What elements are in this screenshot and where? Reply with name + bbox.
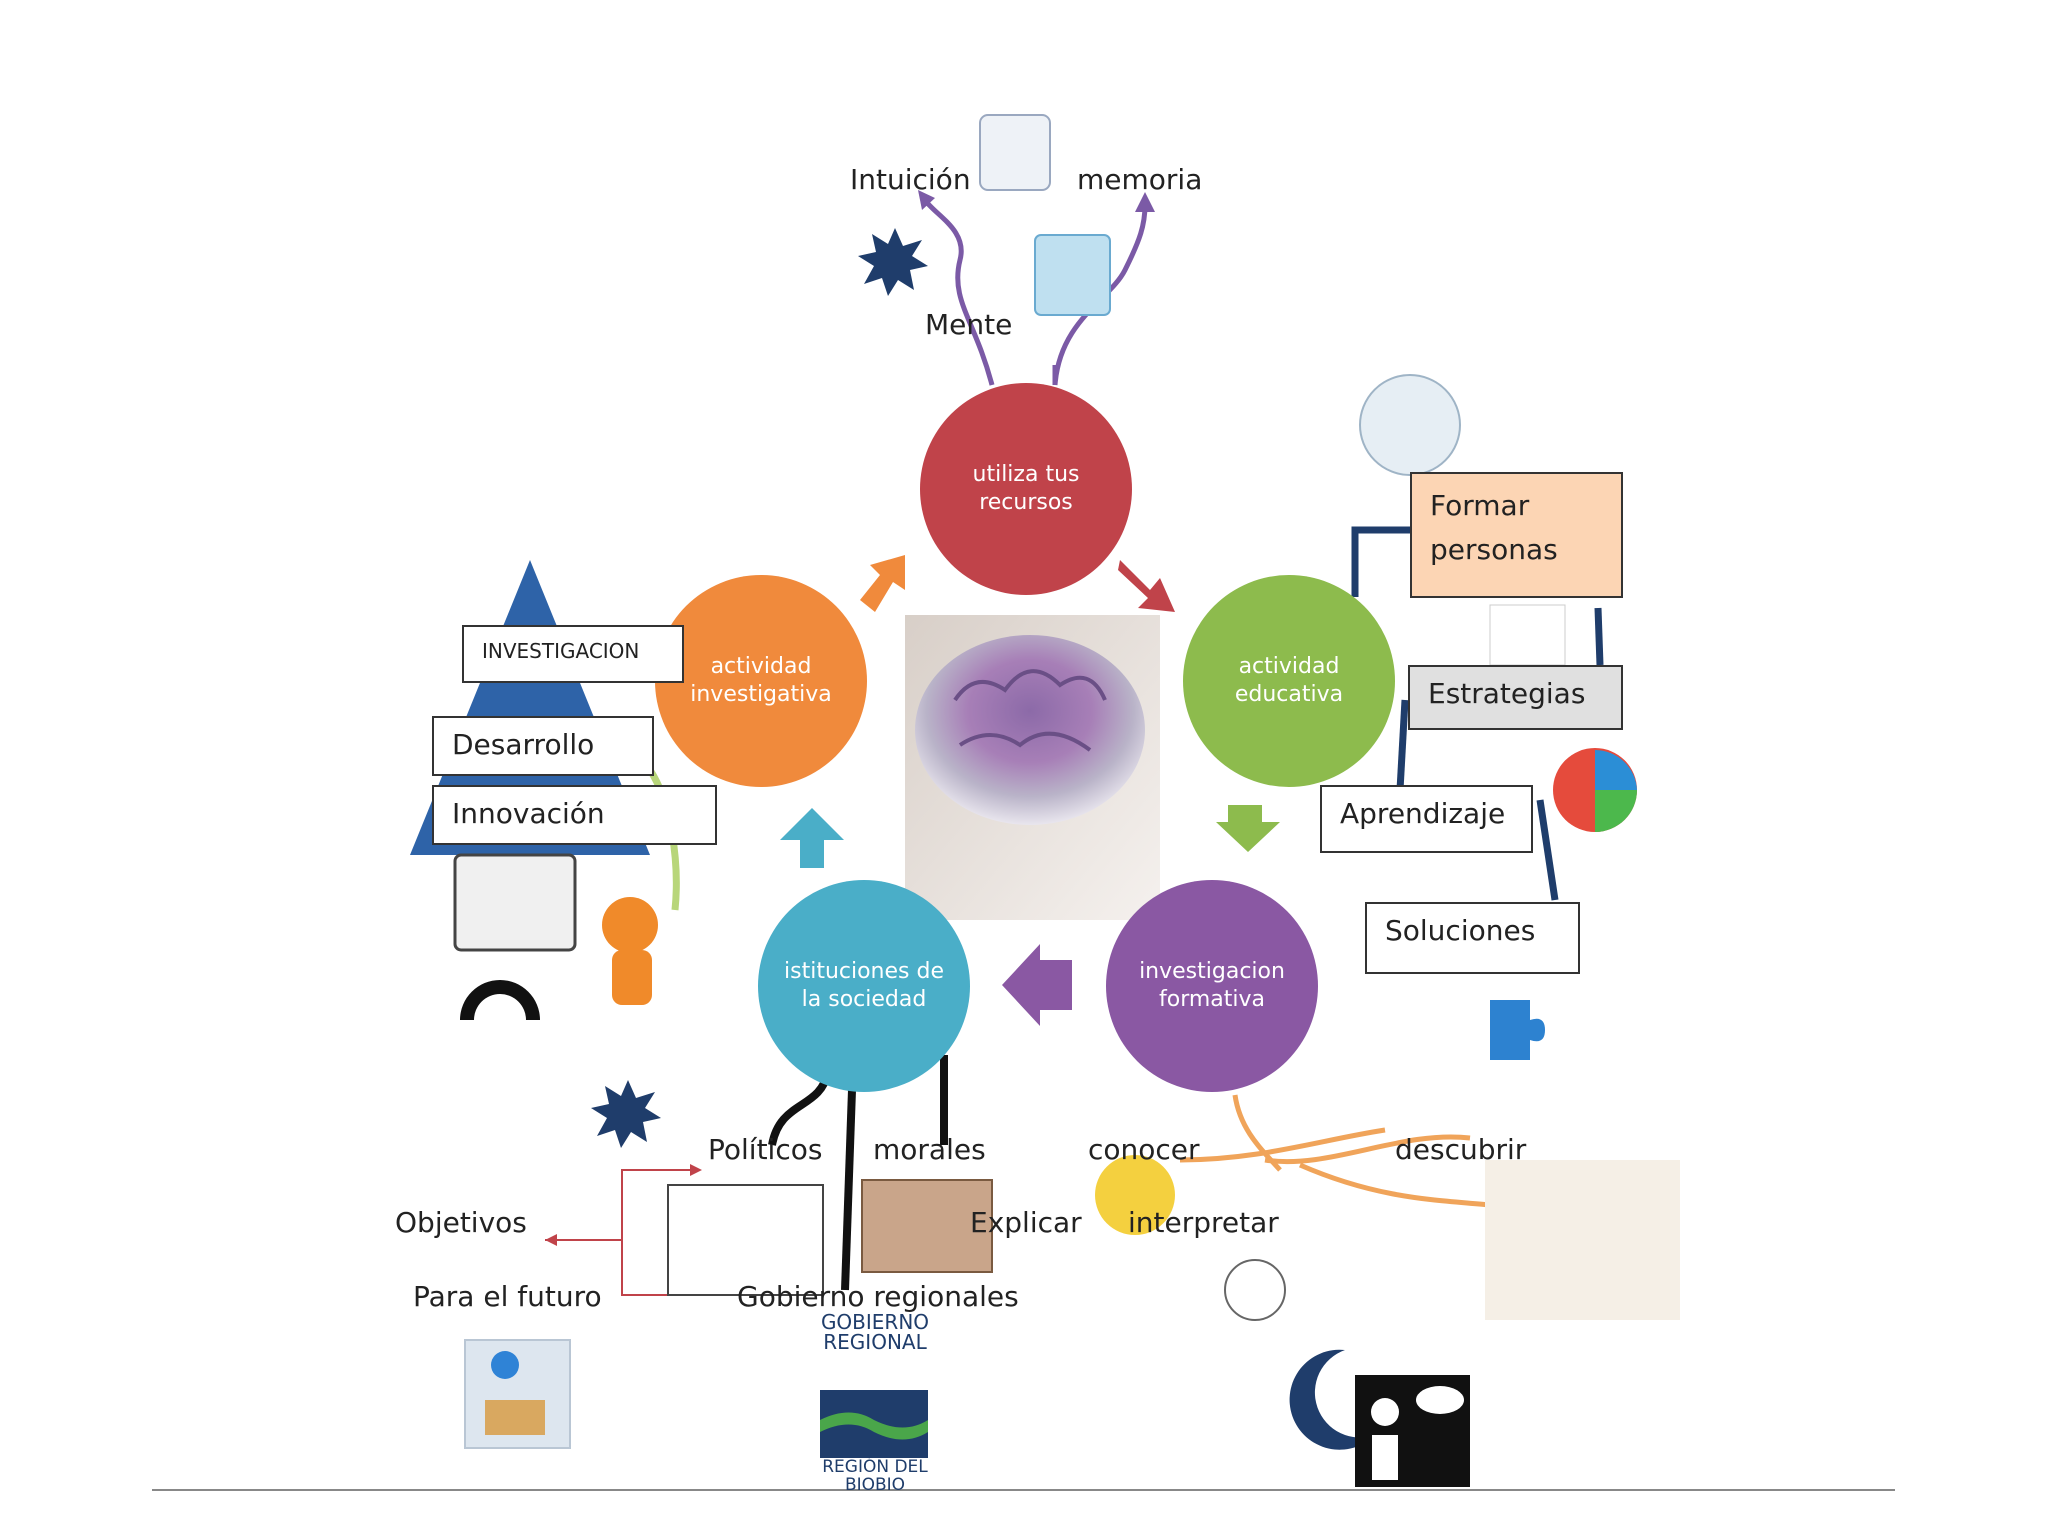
- connector-mente-intuicion: [922, 198, 995, 386]
- logo-line: BIOBIO: [844, 1475, 906, 1495]
- label-explicar: Explicar: [970, 1206, 1082, 1239]
- connector-explicar: [1298, 1162, 1491, 1208]
- cycle-arrow-orange: [860, 555, 905, 612]
- label-intuicion: Intuición: [850, 163, 971, 196]
- cycle-arrow-green: [1216, 805, 1280, 852]
- circle-actividad-educativa: actividad educativa: [1183, 575, 1395, 787]
- cycle-arrow-blue: [780, 808, 844, 868]
- label-para-el-futuro: Para el futuro: [413, 1280, 602, 1313]
- box-formar-personas: Formar personas: [1410, 472, 1623, 598]
- connector-gobierno: [841, 1089, 856, 1291]
- box-soluciones: Soluciones: [1365, 902, 1580, 974]
- circle-actividad-investigativa: actividad investigativa: [655, 575, 867, 787]
- sketch-icon: [1224, 1259, 1286, 1321]
- detective-figure-icon: [602, 897, 658, 953]
- cycle-arrow-red: [1118, 560, 1175, 612]
- circle-label: actividad educativa: [1234, 654, 1344, 707]
- label-memoria: memoria: [1077, 163, 1203, 196]
- label-interpretar: interpretar: [1128, 1206, 1279, 1239]
- rubik-cube-icon: [453, 853, 577, 952]
- circle-label: actividad investigativa: [690, 654, 832, 707]
- pyramid-icon: [410, 560, 650, 855]
- circle-label: investigacion formativa: [1139, 959, 1285, 1012]
- brain-icon: [915, 635, 1145, 825]
- logo-line: REGIONAL: [823, 1330, 927, 1354]
- logo-text-bottom: REGIÓN DEL BIOBIO: [820, 1458, 930, 1494]
- circle-investigacion-formativa: investigacion formativa: [1106, 880, 1318, 1092]
- circle-label: istituciones de la sociedad: [784, 959, 944, 1012]
- connector-formar: [1351, 526, 1410, 597]
- people-figures-icon: [1489, 604, 1566, 666]
- objetivos-arrowhead: [545, 1234, 557, 1246]
- connector-aprendizaje: [1396, 699, 1409, 791]
- mind-map-thumbnail-icon: [979, 114, 1051, 191]
- bracket-objetivos: [621, 1169, 700, 1296]
- logo-line: REGIÓN DEL: [822, 1457, 928, 1477]
- crescent-icon: [1289, 1349, 1375, 1450]
- box-aprendizaje: Aprendizaje: [1320, 785, 1533, 853]
- box-investigacion: INVESTIGACION: [462, 625, 684, 683]
- star-icon: [591, 1080, 661, 1148]
- connector-memoria: [1052, 204, 1148, 386]
- connector-soluciones: [1536, 799, 1559, 901]
- label-morales: morales: [873, 1133, 986, 1166]
- arrowhead-memoria: [1135, 192, 1155, 212]
- arc-icon: [460, 980, 540, 1020]
- connector-conocer: [1179, 1127, 1386, 1163]
- connector-descubrir: [1264, 1134, 1471, 1165]
- circle-utiliza-recursos: utiliza tus recursos: [920, 383, 1132, 595]
- logo-line: GOBIERNO: [820, 1310, 930, 1334]
- cycle-arrow-purple: [1002, 944, 1072, 1026]
- gear-people-icon: [1359, 374, 1461, 476]
- label-mente: Mente: [925, 308, 1013, 341]
- circle-instituciones-sociedad: istituciones de la sociedad: [758, 880, 970, 1092]
- bracket-arrowhead: [690, 1164, 702, 1176]
- connector-interpretar: [1232, 1094, 1282, 1172]
- label-descubrir: descubrir: [1395, 1133, 1527, 1166]
- arrowhead-intuicion: [918, 190, 935, 210]
- logo-text-top: GOBIERNO REGIONAL: [820, 1312, 930, 1352]
- label-politicos: Políticos: [708, 1133, 823, 1166]
- star-icon: [858, 228, 928, 296]
- thinking-person-icon: [1034, 234, 1111, 316]
- label-objetivos: Objetivos: [395, 1206, 527, 1239]
- box-innovacion: Innovación: [432, 785, 717, 845]
- box-desarrollo: Desarrollo: [432, 716, 654, 776]
- cartoon-face-icon: [1095, 1155, 1175, 1235]
- building-photo: [861, 1179, 993, 1273]
- connector-estrategias: [1594, 607, 1604, 666]
- label-conocer: conocer: [1088, 1133, 1200, 1166]
- label-gobierno-regionales: Gobierno regionales: [737, 1280, 1019, 1313]
- circle-label: utiliza tus recursos: [972, 462, 1080, 515]
- box-estrategias: Estrategias: [1408, 665, 1623, 730]
- sketch-figures-icon: [1485, 1160, 1680, 1320]
- cartoon-politician-icon: [667, 1184, 824, 1296]
